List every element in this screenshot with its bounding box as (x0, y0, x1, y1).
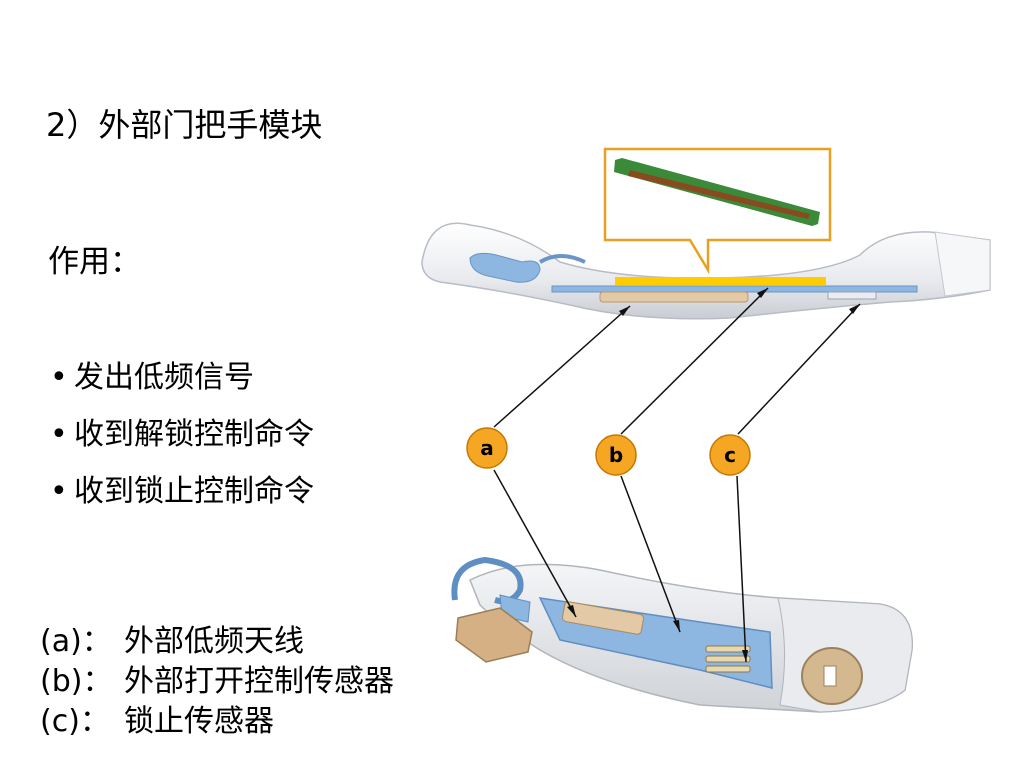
lock-sensor-icon (828, 292, 876, 299)
handle-cap-icon (935, 232, 990, 296)
handle-bottom-view (454, 560, 912, 712)
callout-label: b (609, 443, 623, 467)
sensor-pad-icon (706, 656, 750, 662)
sensor-pad-icon (706, 666, 750, 672)
antenna-inset (605, 149, 830, 270)
leader-line-a-top (494, 306, 630, 427)
pcb-strip-icon (552, 286, 917, 292)
callout-b: b (596, 435, 636, 475)
antenna-highlight-bar (615, 277, 826, 285)
antenna-housing-icon (600, 292, 748, 302)
callout-c: c (710, 435, 750, 475)
callout-label: a (480, 436, 494, 460)
leader-line-c-top (738, 304, 860, 434)
callout-label: c (724, 443, 736, 467)
key-slot-icon (824, 666, 836, 686)
callout-a: a (467, 428, 507, 468)
